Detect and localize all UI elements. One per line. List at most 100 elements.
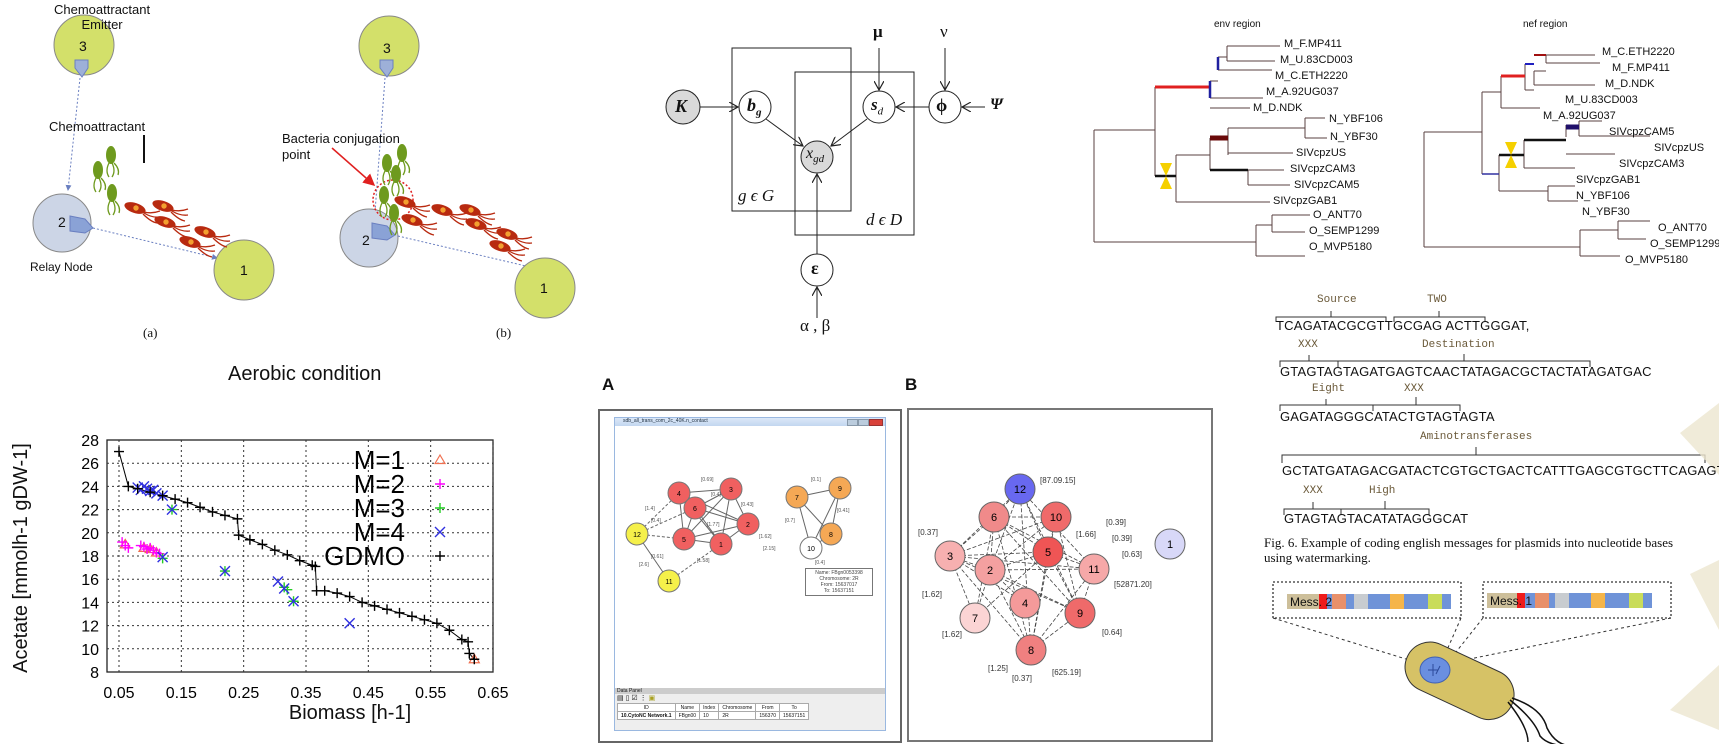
network-node[interactable] (1015, 634, 1047, 666)
tree-title: env region (1214, 19, 1261, 30)
edge-label: [0.4] (815, 560, 825, 566)
network-edge (993, 516, 1049, 553)
edge-label: [0.4] (711, 492, 721, 498)
tree-leaf: O_MVP5180 (1625, 254, 1688, 266)
data-point-gdmo (282, 549, 293, 560)
edge-label: [0.39] (1112, 534, 1132, 543)
network-node[interactable] (736, 512, 760, 536)
x-tick-label: 0.35 (290, 685, 321, 702)
network-node[interactable] (1009, 587, 1041, 619)
network-edge (949, 551, 1049, 557)
edge-label: [0.37] (1012, 674, 1032, 683)
network-node[interactable] (625, 522, 649, 546)
data-point-gdmo (394, 607, 405, 618)
node-bg-label: bg (747, 95, 762, 119)
y-tick-label: 14 (81, 595, 99, 612)
network-node[interactable] (1078, 553, 1110, 585)
trash-icon[interactable]: ▣ (648, 695, 656, 702)
table-icon[interactable]: ▤ (617, 695, 624, 702)
dna-label: XXX (1298, 339, 1318, 351)
y-tick-label: 28 (81, 433, 99, 450)
network-node[interactable] (657, 569, 681, 593)
legend-marker (434, 526, 446, 538)
network-node[interactable] (799, 536, 823, 560)
message-2-label: Mess. 2 (1290, 595, 1333, 609)
network-node[interactable] (959, 602, 991, 634)
close-button[interactable] (869, 419, 883, 426)
node-label: 11 (1088, 564, 1099, 576)
tree-leaf: M_F.MP411 (1612, 62, 1670, 74)
network-edge (1030, 516, 1057, 651)
node-label: 10 (1050, 512, 1062, 524)
edge-label: [1.66] (1076, 530, 1096, 539)
table-header[interactable]: Index (699, 703, 720, 712)
network-node[interactable] (974, 554, 1006, 586)
minimize-button[interactable] (847, 419, 858, 426)
network-node[interactable] (672, 527, 696, 551)
y-tick-label: 24 (81, 479, 99, 496)
table-header[interactable]: Name (674, 703, 701, 712)
data-point-gdmo (195, 502, 206, 513)
edge-label: [0.41] (837, 508, 850, 514)
select-icon[interactable]: ☑ (631, 695, 638, 702)
columns-icon[interactable]: ⋮ (639, 695, 647, 702)
data-point-m4 (157, 551, 169, 563)
param-alpha-beta: α , β (800, 316, 831, 335)
data-point-gdmo (207, 506, 218, 517)
data-point-m4 (288, 595, 300, 607)
edge-label: [0.7] (785, 518, 795, 524)
network-node[interactable] (1064, 597, 1096, 629)
data-point-gdmo (132, 483, 143, 494)
network-node[interactable] (667, 481, 691, 505)
maximize-button[interactable] (858, 419, 869, 426)
plate-g (731, 47, 852, 212)
network-node[interactable] (785, 485, 809, 509)
chemotaxis-figure: Chemoattractant Emitter 3 Chemoattractan… (0, 0, 576, 340)
param-psi: Ψ (990, 96, 1003, 113)
network-node[interactable] (828, 476, 852, 500)
data-point-gdmo (219, 510, 230, 521)
network-edge (974, 551, 1049, 619)
edge-label: [0.43] (741, 502, 754, 508)
table-header[interactable]: From (755, 703, 781, 712)
data-panel-title: Data Panel (615, 688, 885, 694)
window-title: sdb_all_trans_com_2c_40K.n_contact (623, 418, 708, 424)
network-node[interactable] (934, 540, 966, 572)
data-point-m4 (278, 582, 290, 594)
plate-d (794, 71, 915, 236)
network-node[interactable] (978, 501, 1010, 533)
network-edge (1019, 488, 1032, 651)
network-node[interactable] (683, 496, 707, 520)
panel-b-label: B (905, 375, 918, 394)
network-node[interactable] (1032, 536, 1064, 568)
table-header[interactable]: Chromosome (718, 703, 757, 712)
tooltip-name: Name: FBgn0053398 (815, 570, 863, 576)
window-titlebar[interactable]: sdb_all_trans_com_2c_40K.n_contact (615, 418, 885, 426)
table-header[interactable]: ID (617, 703, 676, 712)
data-point-gdmo (406, 611, 417, 622)
network-node[interactable] (819, 522, 843, 546)
figure-caption-line1: Fig. 6. Example of coding english messag… (1264, 535, 1674, 550)
legend-label: M=3 (354, 493, 405, 523)
page-icon[interactable]: ▯ (625, 695, 630, 702)
edge-label: [1.58] (697, 558, 710, 564)
message-1-label: Mess. 1 (1490, 594, 1533, 608)
data-point-gdmo (269, 545, 280, 556)
network-node[interactable] (709, 532, 733, 556)
tree-leaf: M_A.92UG037 (1543, 110, 1616, 122)
table-header[interactable]: To (779, 703, 810, 712)
edge-label: [0.37] (918, 528, 938, 537)
data-point-gdmo (170, 494, 181, 505)
network-node[interactable] (1154, 528, 1186, 560)
tree-leaf: N_YBF106 (1576, 190, 1630, 202)
xgd-sub: gd (813, 153, 825, 166)
network-node[interactable] (719, 477, 743, 501)
network-node[interactable] (1004, 473, 1036, 505)
network-node[interactable] (1040, 501, 1072, 533)
tree-leaf: M_U.83CD003 (1280, 54, 1353, 66)
tree-nef-svg (1423, 54, 1650, 257)
node-label: 10 (807, 546, 815, 553)
